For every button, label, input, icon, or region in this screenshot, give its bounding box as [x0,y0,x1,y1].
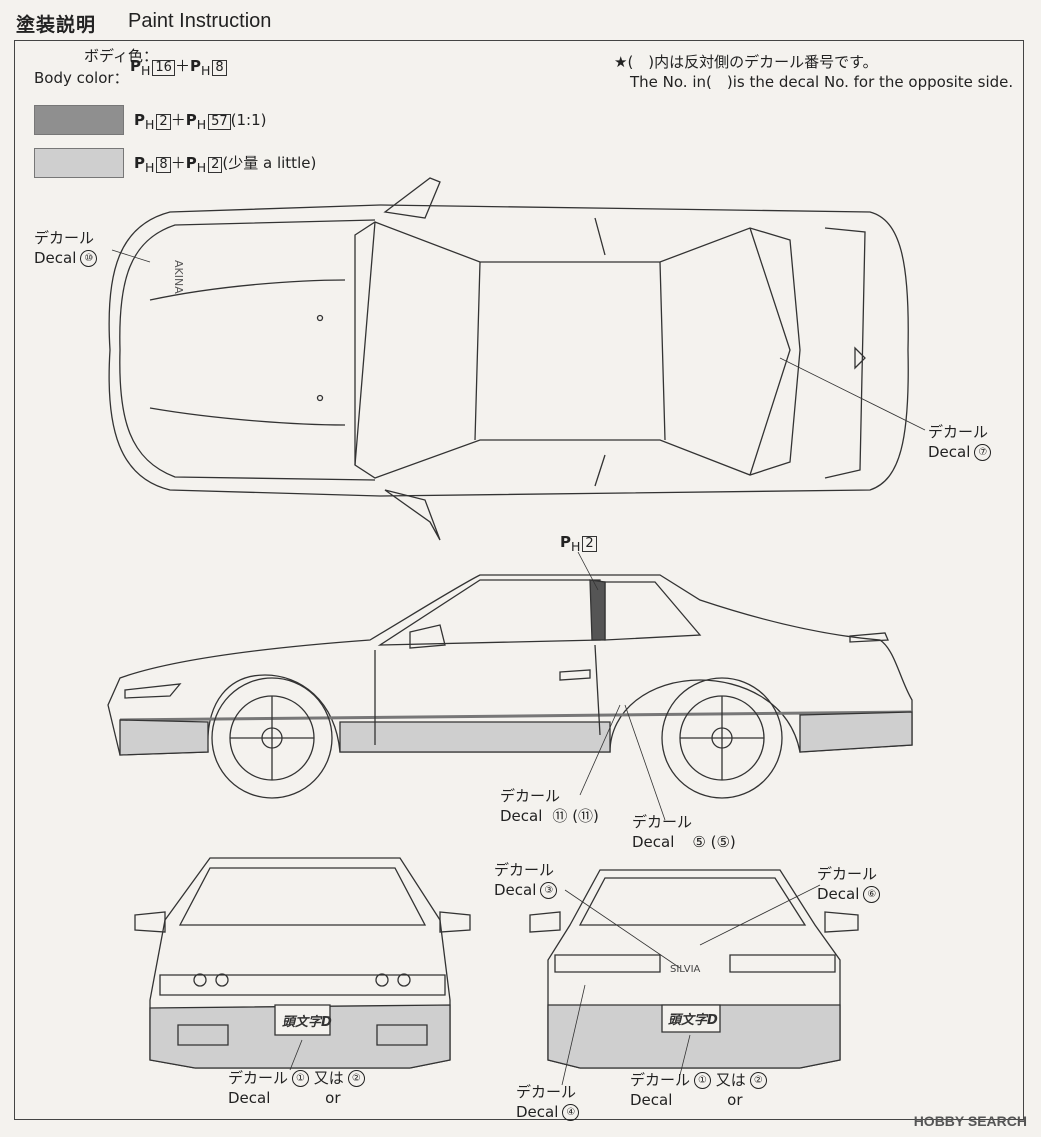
instruction-frame [14,40,1024,1120]
mirror-bottom [384,489,441,541]
swatch-dark-gray [34,105,124,135]
car-top-view: AKINA [108,177,926,541]
body-color-label-jp: ボディ色： [84,47,158,65]
title-jp: 塗装説明 [16,14,97,36]
watermark: HOBBY SEARCH [913,1113,1027,1129]
swatch-light-gray [34,148,124,178]
mirror-top [383,177,441,219]
side-mirror [409,624,446,649]
ph-prefix: P [130,57,141,75]
car-front-view: 頭文字D [134,857,471,1071]
title-en: Paint Instruction [128,10,272,32]
silvia-badge: SILVIA [670,964,701,975]
note-en: The No. in( )is the decal No. for the op… [630,73,1014,91]
front-plate-logo: 頭文字D [282,1014,332,1030]
wheel-icon [211,677,783,799]
note-jp: ★( )内は反対側のデカール番号です。 [614,53,878,71]
akina-decal-mark: AKINA [172,260,185,294]
rear-plate-logo: 頭文字D [668,1012,718,1028]
car-side-view [107,551,913,821]
body-color-label-en: Body color： [34,69,129,87]
car-rear-view: 頭文字D SILVIA [529,869,859,1086]
